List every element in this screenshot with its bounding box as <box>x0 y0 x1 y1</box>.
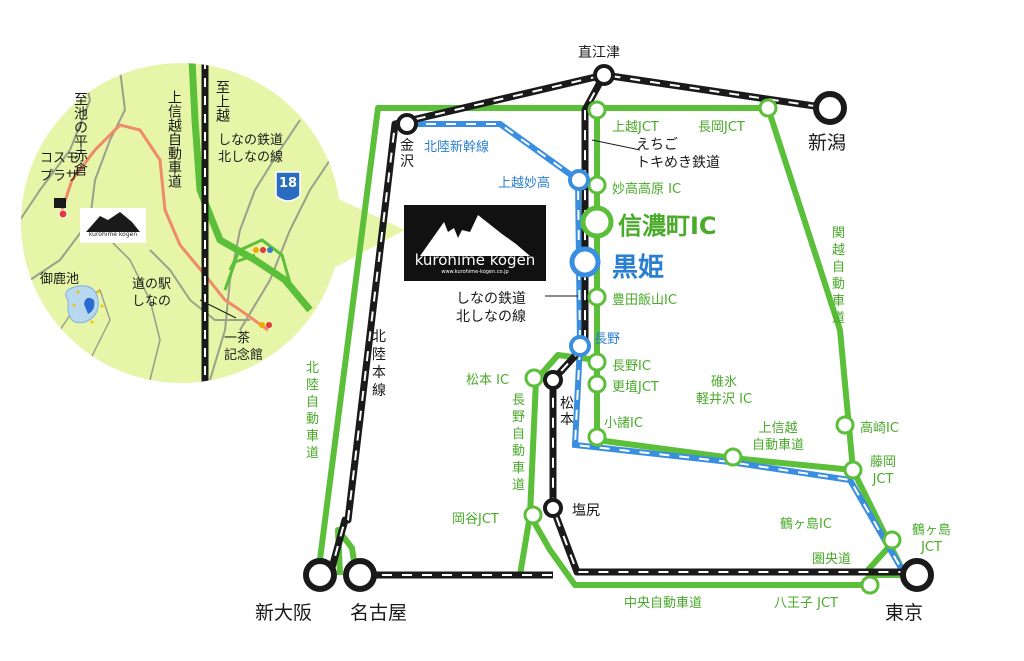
city-tokyo: 東京 <box>885 602 924 624</box>
label-okaya: 岡谷JCT <box>452 512 499 527</box>
station-kurohime: 黒姫 <box>612 253 665 283</box>
label-nagano-doro: 長 野 自 動 車 道 <box>512 393 526 493</box>
city-nagoya: 名古屋 <box>350 602 408 624</box>
terminal-nodes <box>303 91 934 592</box>
label-komoro: 小諸IC <box>604 416 643 431</box>
label-hokuriku-honsen: 北 陸 本 線 <box>372 329 386 399</box>
label-hokuriku-doro: 北 陸 自 動 車 道 <box>306 361 320 461</box>
label-takasaki: 高崎IC <box>860 421 899 436</box>
city-naoetsu: 直江津 <box>578 45 620 61</box>
label-matsumoto-ic: 松本 IC <box>466 373 510 388</box>
inset-to-ikenotaira: 至池の平赤倉 <box>72 92 88 176</box>
label-toyota-iiyama: 豊田飯山IC <box>612 293 677 308</box>
label-shinanomachi: 信濃町IC <box>618 212 717 240</box>
inset-shinano-rail: しなの鉄道 北しなの線 <box>218 133 284 165</box>
station-joetsu-myoko: 上越妙高 <box>498 176 551 191</box>
label-koshoku: 更埴JCT <box>612 380 659 395</box>
label-shinano: しなの鉄道 北しなの線 <box>456 291 526 325</box>
inset-joshinetsu: 上信越自動車道 <box>166 90 182 188</box>
brand-logo <box>404 205 546 281</box>
inset-to-joetsu: 至上越 <box>214 80 230 122</box>
rail-nodes <box>396 64 615 518</box>
route-18-badge: 18 <box>278 176 298 191</box>
city-kanazawa: 金 沢 <box>400 138 414 170</box>
label-joetsu-jct: 上越JCT <box>612 120 659 135</box>
label-kenodo: 圏央道 <box>812 552 852 567</box>
city-matsumoto: 松 本 <box>560 396 574 428</box>
label-myoko-kogen: 妙高高原 IC <box>612 182 682 197</box>
label-hokuriku-shinkansen: 北陸新幹線 <box>424 140 490 155</box>
label-echigo: えちご トキめき鉄道 <box>636 137 720 171</box>
label-kanetsu: 関 越 自 動 車 道 <box>832 226 846 326</box>
logo-title: kurohime kogen <box>414 251 536 269</box>
label-joshinetsu: 上信越 自動車道 <box>752 421 805 453</box>
logo-url: www.kurohime-kogen.co.jp <box>441 269 509 275</box>
inset-logo-small: kurohime kogen <box>88 231 138 238</box>
shinkansen-line <box>406 121 908 577</box>
label-tsurugashima-jct: 鶴ヶ島 JCT <box>912 523 952 555</box>
inset-map <box>21 63 405 383</box>
inset-michinoeki: 道の駅 しなの <box>132 277 172 309</box>
city-shiojiri: 塩尻 <box>572 503 600 519</box>
label-nagano-ic: 長野IC <box>612 359 651 374</box>
city-shin-osaka: 新大阪 <box>255 602 313 624</box>
city-niigata: 新潟 <box>808 132 847 154</box>
station-nagano: 長野 <box>594 332 621 347</box>
highway-nodes <box>523 98 902 595</box>
inset-cosmo-plaza: コスモ プラザ <box>40 151 80 184</box>
label-fujioka: 藤岡 JCT <box>870 455 897 487</box>
label-hachioji: 八王子 JCT <box>774 596 838 611</box>
shinkansen-nodes <box>568 169 601 357</box>
label-nagaoka-jct: 長岡JCT <box>698 120 745 135</box>
label-tsurugashima-ic: 鶴ヶ島IC <box>780 517 832 532</box>
inset-goshikaike: 御鹿池 <box>40 272 80 287</box>
inset-issa: 一茶 記念館 <box>224 331 264 363</box>
label-chuo: 中央自動車道 <box>624 596 703 611</box>
leader-lines <box>545 139 641 297</box>
label-usui: 碓氷 軽井沢 IC <box>696 375 753 407</box>
